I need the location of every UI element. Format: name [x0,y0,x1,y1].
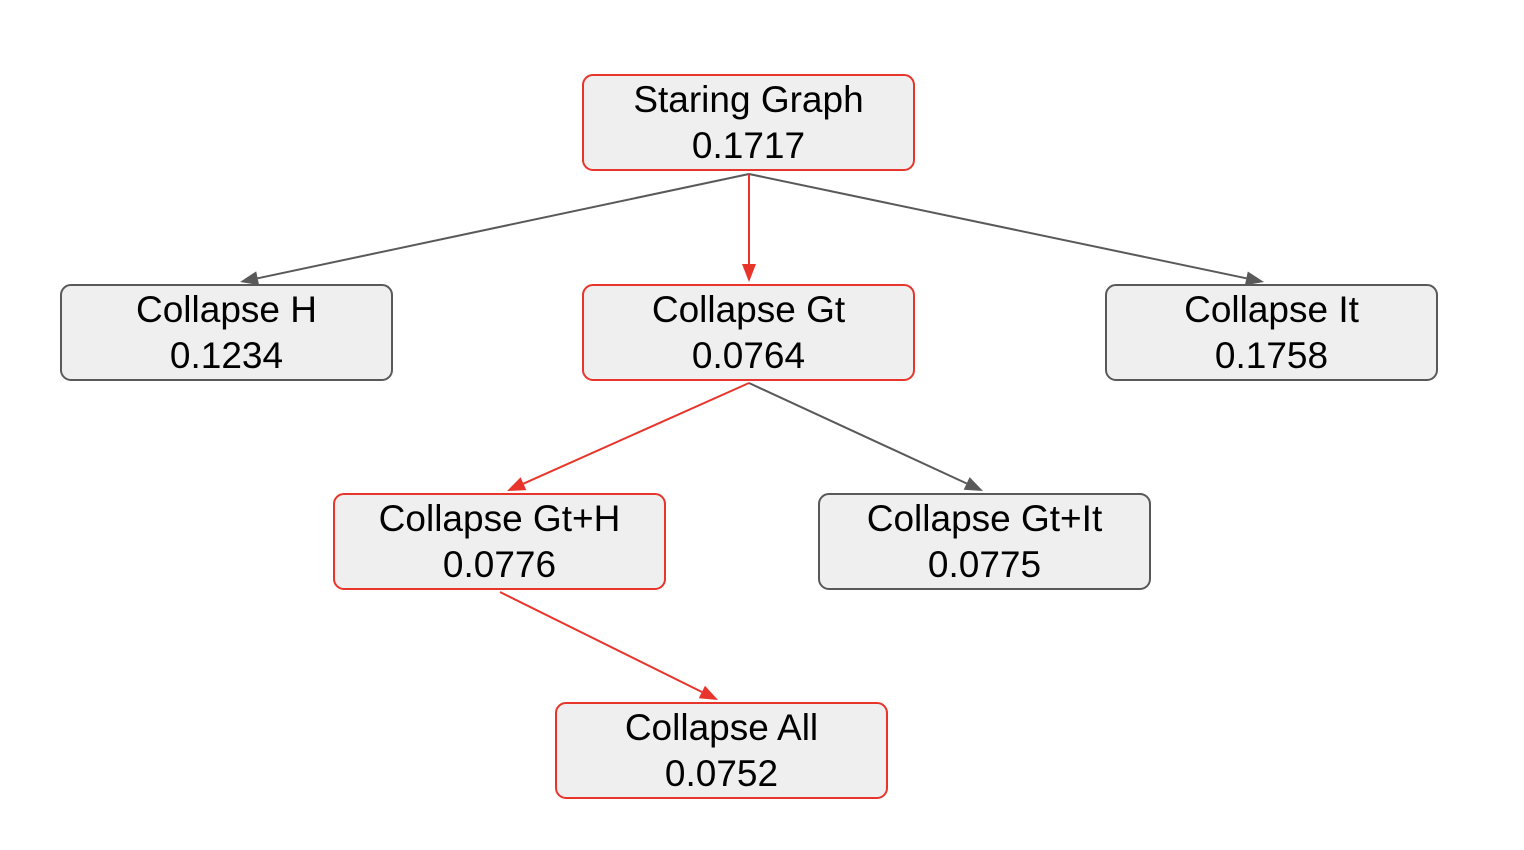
node-label: Collapse Gt [651,288,846,330]
node-collapse-gt-h: Collapse Gt+H 0.0776 [333,493,666,590]
node-value: 0.1717 [691,124,806,166]
node-label: Collapse Gt+H [378,497,621,539]
edge-start-gt [742,174,756,282]
node-value: 0.0776 [442,543,557,585]
node-value: 0.1234 [169,334,284,376]
node-label: Collapse H [136,288,317,330]
node-collapse-gt-it: Collapse Gt+It 0.0775 [818,493,1151,590]
node-label: Collapse It [1184,288,1359,330]
node-value: 0.0764 [691,334,806,376]
node-collapse-h: Collapse H 0.1234 [60,284,393,381]
node-starting-graph: Staring Graph 0.1717 [582,74,915,171]
node-collapse-all: Collapse All 0.0752 [555,702,888,799]
node-label: Staring Graph [633,78,864,120]
node-label: Collapse Gt+It [866,497,1103,539]
node-label: Collapse All [624,706,819,748]
node-collapse-it: Collapse It 0.1758 [1105,284,1438,381]
edge-gt-gtit [748,382,983,491]
edge-start-it [748,173,1264,286]
node-value: 0.0775 [927,543,1042,585]
edge-gt-gth [507,382,750,491]
edge-start-h [240,173,750,286]
edge-gth-all [499,591,718,700]
node-value: 0.0752 [664,752,779,794]
node-collapse-gt: Collapse Gt 0.0764 [582,284,915,381]
node-value: 0.1758 [1214,334,1329,376]
